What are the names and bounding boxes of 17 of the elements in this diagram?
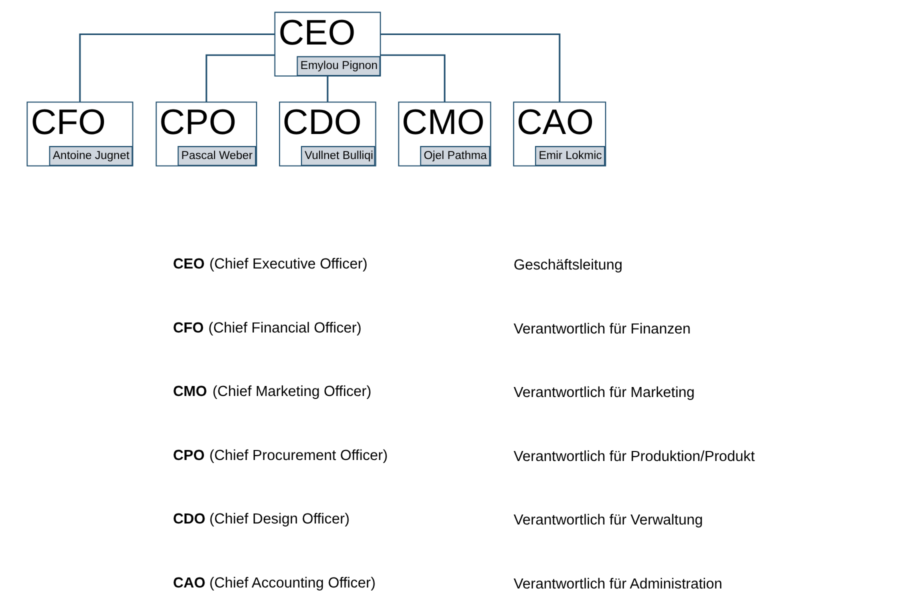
label: CPO (Chief Procurement Officer) [172, 448, 388, 464]
label: Verantwortlich für Administration [513, 576, 722, 592]
connector [205, 54, 274, 102]
label: CMO (Chief Marketing Officer) [172, 384, 371, 400]
connector [326, 76, 328, 102]
label: Verantwortlich für Produktion/Produkt [513, 448, 754, 465]
label: Verantwortlich für Marketing [513, 385, 694, 402]
label: CEO (Chief Executive Officer) [172, 256, 367, 273]
label: CFO (Chief Financial Officer) [172, 320, 362, 336]
label: Verantwortlich für Verwaltung [513, 512, 702, 529]
label: Verantwortlich für Finanzen [513, 321, 690, 338]
label: CAO (Chief Accounting Officer) [172, 575, 376, 592]
connector [78, 33, 274, 102]
label: CDO (Chief Design Officer) [172, 512, 350, 528]
connector [380, 33, 560, 102]
label: Geschäftsleitung [513, 258, 622, 274]
connector [380, 54, 445, 102]
